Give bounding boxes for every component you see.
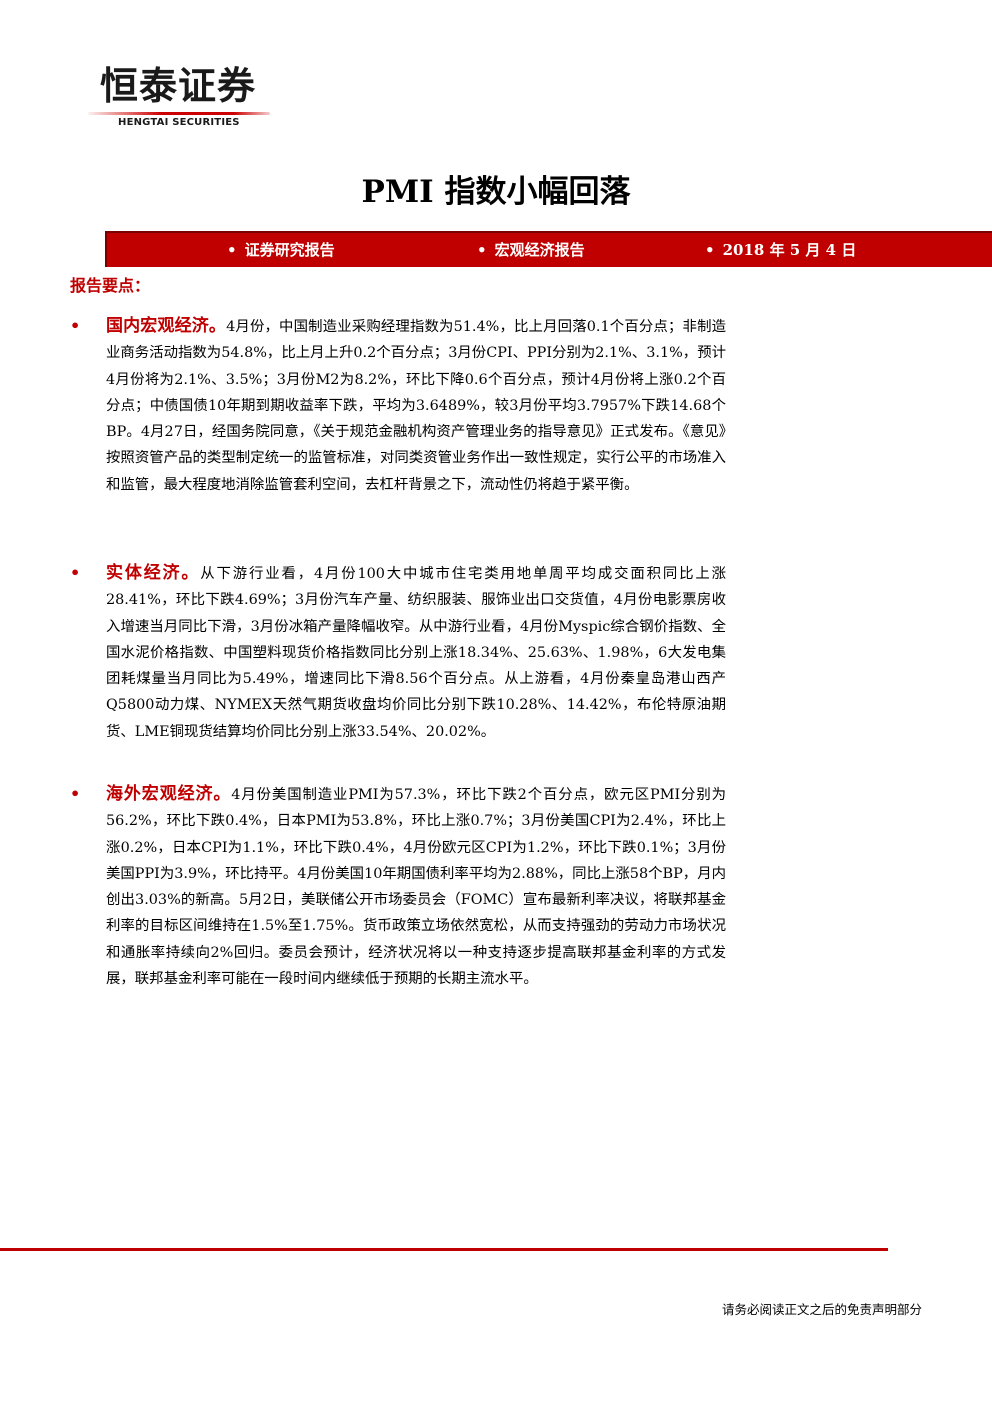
section-lead: 实体经济。 (106, 563, 201, 583)
banner-bullet: • (227, 241, 237, 259)
section-real-economy: • 实体经济。从下游行业看，4月份100大中城市住宅类用地单周平均成交面积同比上… (70, 560, 726, 745)
section-lead: 海外宏观经济。 (106, 784, 232, 804)
key-points-heading: 报告要点： (70, 276, 151, 295)
bullet-marker: • (70, 563, 81, 582)
section-body: 从下游行业看，4月份100大中城市住宅类用地单周平均成交面积同比上涨28.41%… (106, 566, 726, 740)
section-body: 4月份，中国制造业采购经理指数为51.4%，比上月回落0.1个百分点；非制造业商… (106, 319, 726, 493)
footer-disclaimer: 请务必阅读正文之后的免责声明部分 (721, 1302, 922, 1317)
section-domestic-macro: • 国内宏观经济。4月份，中国制造业采购经理指数为51.4%，比上月回落0.1个… (70, 313, 726, 498)
report-title: PMI 指数小幅回落 (361, 174, 631, 210)
report-banner: • 证券研究报告 • 宏观经济报告 • 2018 年 5 月 4 日 (105, 231, 992, 267)
logo-name-en: HENGTAI SECURITIES (118, 117, 240, 128)
banner-bullet: • (477, 241, 487, 259)
banner-item-label: 2018 年 5 月 4 日 (722, 241, 857, 259)
banner-bullet: • (705, 241, 715, 259)
section-body: 4月份美国制造业PMI为57.3%，环比下跌2个百分点，欧元区PMI分别为56.… (106, 787, 727, 988)
company-logo: 恒泰证券 HENGTAI SECURITIES (88, 62, 278, 132)
bullet-marker: • (70, 316, 81, 335)
banner-item-report-type: • 证券研究报告 (227, 239, 335, 261)
section-lead: 国内宏观经济。 (106, 316, 227, 336)
logo-name-cn: 恒泰证券 (100, 64, 257, 108)
footer-divider (0, 1248, 888, 1251)
banner-item-category: • 宏观经济报告 (477, 239, 585, 261)
bullet-marker: • (70, 784, 81, 803)
banner-item-label: 宏观经济报告 (494, 241, 585, 259)
section-overseas-macro: • 海外宏观经济。4月份美国制造业PMI为57.3%，环比下跌2个百分点，欧元区… (70, 781, 727, 992)
logo-red-swoosh (88, 112, 270, 115)
banner-item-label: 证券研究报告 (244, 241, 335, 259)
banner-item-date: • 2018 年 5 月 4 日 (705, 239, 856, 261)
